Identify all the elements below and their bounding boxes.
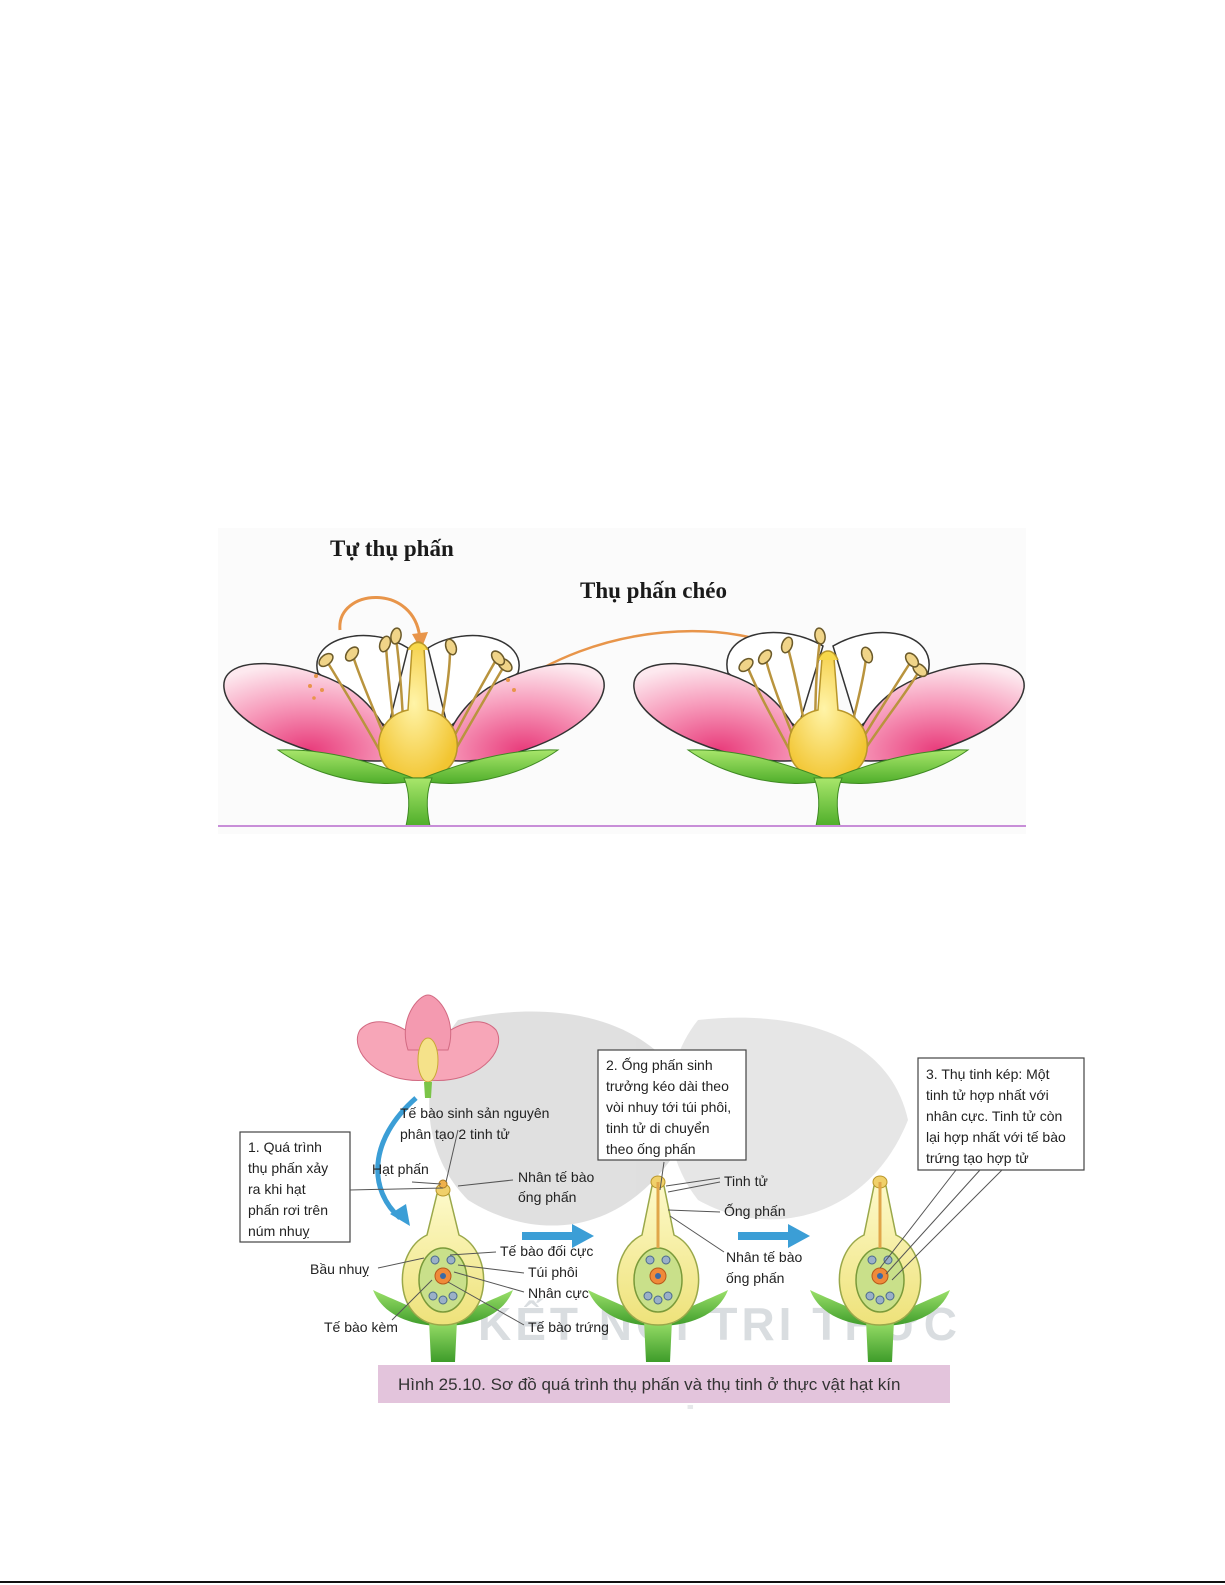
tube-nucleus-label-2: Nhân tế bào ống phấn — [726, 1249, 806, 1286]
leader-lines — [349, 1129, 1003, 1326]
top-flower-icon — [356, 994, 500, 1098]
petal — [852, 662, 1025, 762]
polar-nuclei-label: Nhân cực — [528, 1285, 589, 1301]
svg-text:1. Quá trình thụ phấn xả: 1. Quá trình thụ phấn xảy ra khi hạt phấ… — [248, 1139, 332, 1239]
svg-text:2. Ống phấn sinh trưởng: 2. Ống phấn sinh trưởng kéo dài theo vòi… — [606, 1056, 735, 1157]
self-pollination-arrow — [338, 596, 422, 641]
process-arrow-right — [738, 1224, 810, 1248]
antipodal-label: Tế bào đối cực — [500, 1243, 593, 1259]
sperm-label: Tinh tử — [724, 1173, 768, 1189]
process-arrow-right — [522, 1224, 594, 1248]
process-arrow-curved — [375, 1096, 418, 1220]
step3-box: 3. Thụ tinh kép: Một tinh tử hợp nhất vớ… — [917, 1057, 1085, 1171]
page-bottom-rule — [0, 1581, 1225, 1583]
pistil-diagram-3 — [810, 1175, 950, 1362]
pollen-label: Hạt phấn — [372, 1161, 429, 1177]
fertilization-figure: KẾT NỐI TRI THỨC VỚI CUỘC SỐNG 1. Quá tr… — [239, 994, 1085, 1411]
step1-box: 1. Quá trình thụ phấn xảy ra khi hạt phấ… — [239, 1131, 351, 1243]
self-pollination-label: Tự thụ phấn — [330, 536, 454, 561]
step2-box: 2. Ống phấn sinh trưởng kéo dài theo vòi… — [597, 1049, 747, 1161]
flower-right — [633, 627, 1025, 827]
ovary-label: Bầu nhuỵ — [310, 1261, 369, 1277]
tube-nucleus-label: Nhân tế bào ống phấn — [518, 1169, 598, 1205]
pistil-diagram-2 — [588, 1175, 728, 1362]
petal — [442, 662, 605, 762]
synergid-label: Tế bào kèm — [324, 1319, 398, 1335]
pollination-types-figure: Tự thụ phấn Thụ phấn chéo — [218, 528, 1026, 834]
cross-pollination-label: Thụ phấn chéo — [580, 578, 727, 603]
embryo-sac-label: Túi phôi — [528, 1264, 578, 1280]
egg-cell-label: Tế bào trứng — [528, 1319, 609, 1335]
generative-cell-label: Tế bào sinh sản nguyên phân tạo 2 tinh t… — [400, 1105, 553, 1142]
figure-caption: Hình 25.10. Sơ đồ quá trình thụ phấn và … — [398, 1375, 900, 1394]
pollen-tube-label: Ống phấn — [724, 1202, 786, 1219]
flower-left — [223, 627, 605, 827]
svg-text:3. Thụ tinh kép: Một tin: 3. Thụ tinh kép: Một tinh tử hợp nhất vớ… — [926, 1066, 1070, 1166]
caption-bar — [378, 1365, 950, 1403]
self-pollination-arrowhead — [412, 632, 428, 650]
